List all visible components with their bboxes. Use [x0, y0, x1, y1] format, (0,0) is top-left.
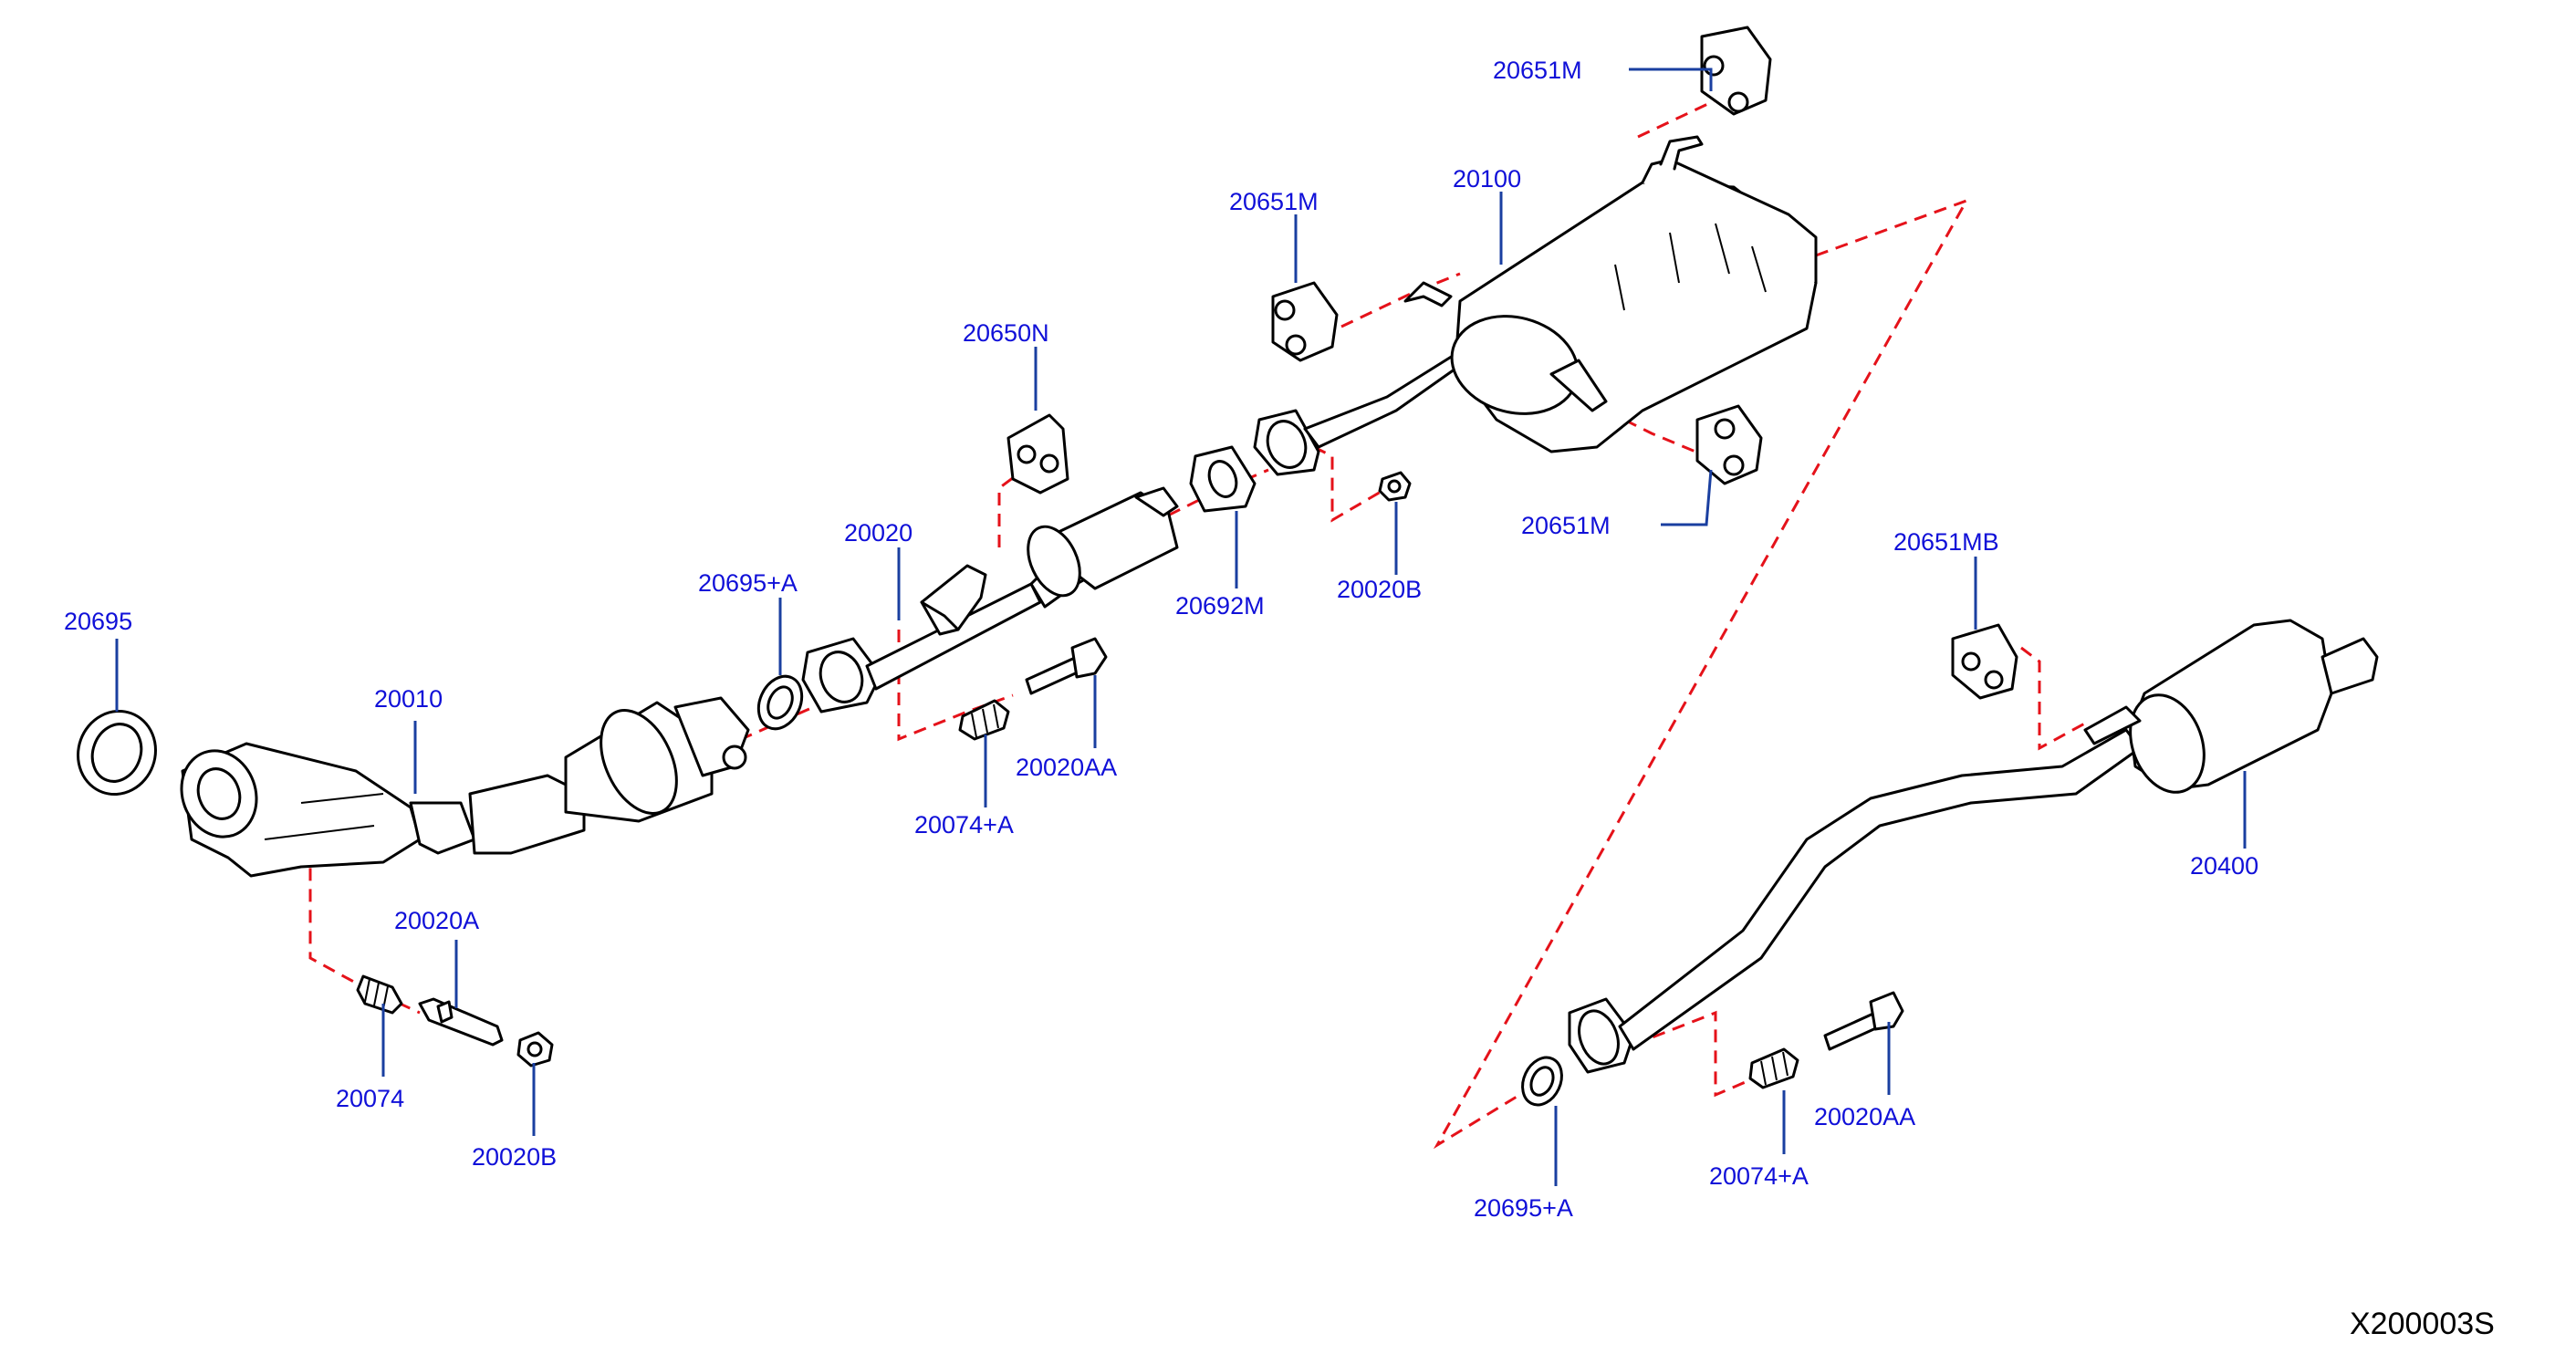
- callout-20010[interactable]: 20010: [374, 685, 443, 713]
- callout-20651M-right[interactable]: 20651M: [1521, 512, 1611, 539]
- stud-20020A: [418, 997, 504, 1047]
- callout-20020B-rear[interactable]: 20020B: [1337, 576, 1422, 603]
- spring-20074A-front: [958, 699, 1010, 741]
- callout-20400[interactable]: 20400: [2190, 852, 2258, 880]
- gasket-20695: [77, 709, 157, 797]
- callout-20020B-front[interactable]: 20020B: [472, 1143, 557, 1171]
- front-tube-20010: [180, 696, 750, 878]
- callout-20100[interactable]: 20100: [1453, 165, 1521, 193]
- hanger-20651MB: [1951, 623, 2018, 700]
- nut-20020B-rear: [1378, 471, 1412, 502]
- callout-20651M-top[interactable]: 20651M: [1493, 57, 1582, 84]
- gasket-20692M: [1189, 445, 1257, 513]
- callout-20020A[interactable]: 20020A: [394, 907, 479, 934]
- main-muffler-20100: [1253, 135, 1818, 476]
- diagram-code: X200003S: [2350, 1307, 2495, 1341]
- callout-20651M-left[interactable]: 20651M: [1229, 188, 1319, 215]
- callout-20074A-rear[interactable]: 20074+A: [1709, 1162, 1809, 1190]
- hanger-20651M-top: [1700, 26, 1772, 116]
- nut-20020B-front: [516, 1031, 554, 1068]
- center-tube-20020: [801, 486, 1179, 713]
- callout-20020AA-rear[interactable]: 20020AA: [1814, 1103, 1915, 1130]
- hanger-20651M-right: [1695, 404, 1763, 485]
- spring-20074: [356, 974, 403, 1015]
- rear-muffler-20400: [1568, 619, 2379, 1074]
- callout-20074[interactable]: 20074: [336, 1085, 404, 1112]
- gasket-20695A-front: [756, 674, 804, 731]
- callout-labels: 20695 20010 20020A 20074 20020B 20695+A …: [64, 57, 2258, 1222]
- callout-20651MB[interactable]: 20651MB: [1893, 528, 1999, 556]
- bolt-20020AA-rear: [1823, 991, 1904, 1051]
- gasket-20695A-rear: [1521, 1056, 1563, 1107]
- leader-lines: [115, 68, 2247, 1186]
- callout-20695A-front[interactable]: 20695+A: [698, 569, 798, 597]
- callout-20695[interactable]: 20695: [64, 608, 132, 635]
- callout-20650N[interactable]: 20650N: [963, 319, 1049, 347]
- callout-20692M[interactable]: 20692M: [1175, 592, 1265, 620]
- bolt-20020AA-front: [1025, 637, 1108, 695]
- callout-20020[interactable]: 20020: [844, 519, 913, 547]
- callout-20695A-rear[interactable]: 20695+A: [1474, 1194, 1573, 1222]
- hanger-20650N: [1006, 413, 1069, 495]
- callout-20074A-front[interactable]: 20074+A: [914, 811, 1014, 838]
- spring-20074A-rear: [1748, 1047, 1799, 1089]
- hanger-20651M-left: [1271, 281, 1339, 362]
- callout-20020AA-front[interactable]: 20020AA: [1016, 754, 1117, 781]
